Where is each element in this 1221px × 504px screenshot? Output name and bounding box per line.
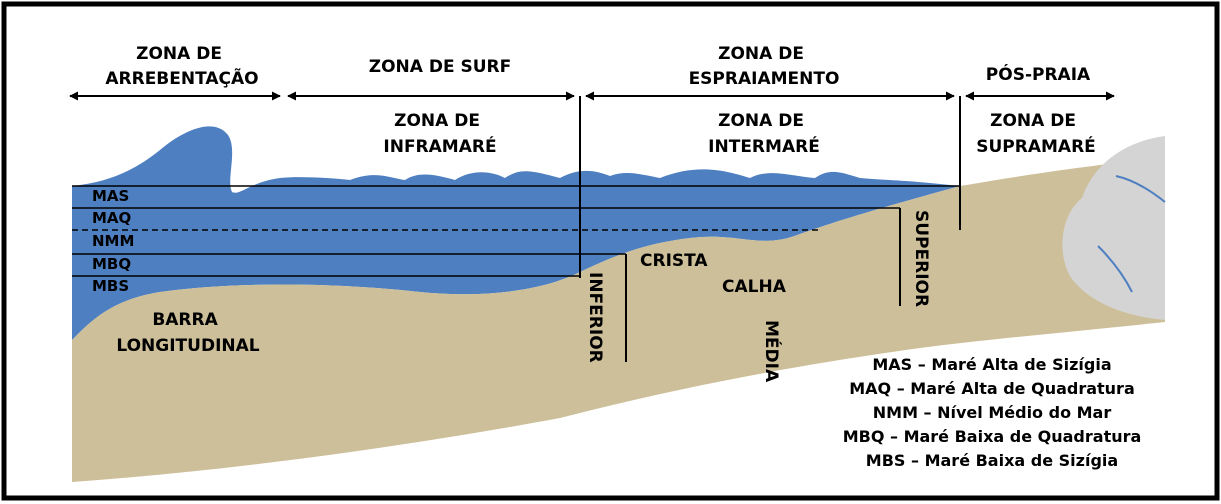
zone-espraiamento-label: ZONA DE ESPRAIAMENTO (689, 44, 840, 89)
calha-label: CALHA (722, 277, 787, 297)
zone-intermare-label: ZONA DE INTERMARÉ (708, 111, 820, 157)
crista-label: CRISTA (640, 251, 708, 271)
level-nmm-label: NMM (92, 232, 134, 250)
coastal-rock (1062, 136, 1165, 320)
legend-mbs: MBS – Maré Baixa de Sizígia (866, 451, 1118, 470)
level-mas-label: MAS (92, 187, 129, 205)
zone-pos-praia-label: PÓS-PRAIA (986, 63, 1091, 85)
level-mbs-label: MBS (92, 277, 129, 295)
legend-nmm: NMM – Nível Médio do Mar (873, 403, 1112, 422)
zone-arrebentacao-label: ZONA DE ARREBENTAÇÃO (105, 44, 258, 89)
rock-crack-upper (1115, 175, 1166, 203)
level-mbq-label: MBQ (92, 255, 131, 273)
zone-surf-label: ZONA DE SURF (369, 57, 511, 77)
superior-label: SUPERIOR (911, 210, 931, 307)
media-label: MÉDIA (761, 320, 783, 383)
zone-inframare-label: ZONA DE INFRAMARÉ (383, 111, 496, 157)
legend-maq: MAQ – Maré Alta de Quadratura (849, 379, 1135, 398)
rock-crack-lower (1097, 245, 1133, 293)
zone-supramare-label: ZONA DE SUPRAMARÉ (976, 111, 1096, 157)
barra-longitudinal-label: BARRA LONGITUDINAL (116, 310, 259, 356)
legend-mbq: MBQ – Maré Baixa de Quadratura (843, 427, 1142, 446)
beach-sand (72, 158, 1165, 482)
inferior-label: INFERIOR (585, 272, 605, 363)
level-maq-label: MAQ (92, 209, 131, 227)
sea-water (72, 126, 960, 341)
legend-mas: MAS – Maré Alta de Sizígia (872, 355, 1111, 374)
